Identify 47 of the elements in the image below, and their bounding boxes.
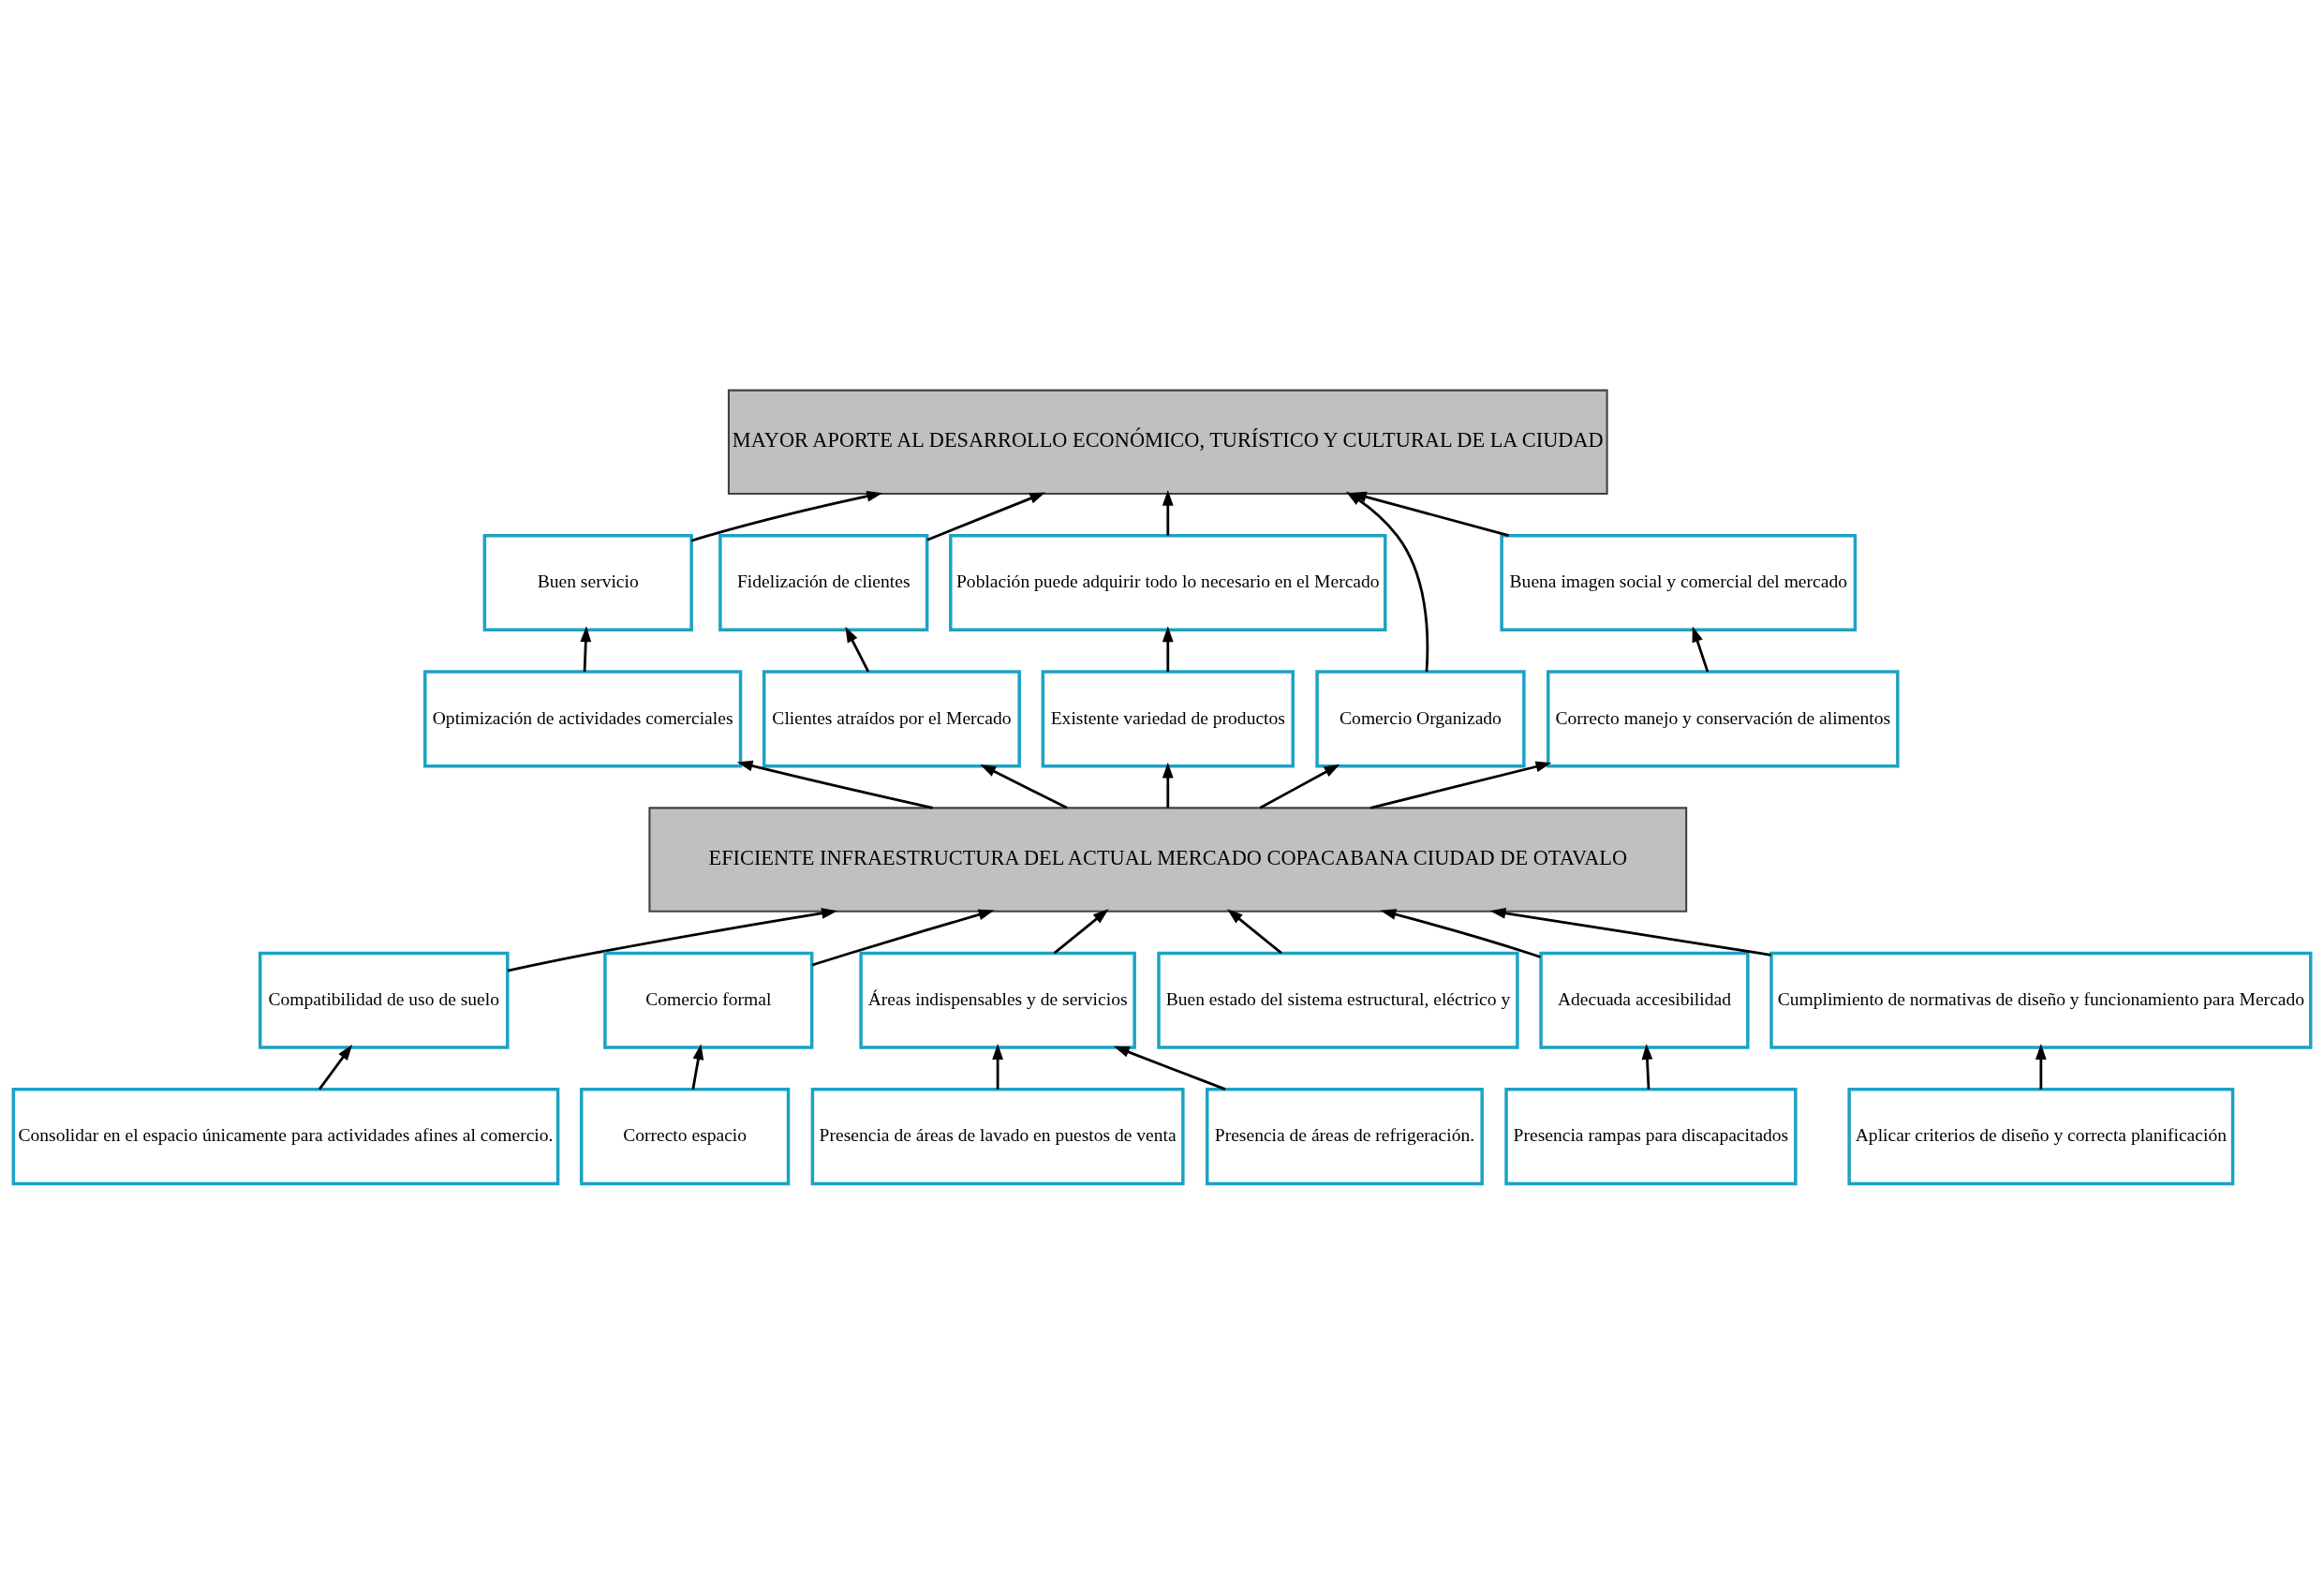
arrow (1489, 907, 1771, 957)
node-box: Consolidar en el espacio únicamente para actividades afines al comercio. (11, 1087, 560, 1185)
node-box: Correcto espacio (580, 1087, 791, 1185)
arrow (1380, 908, 1541, 958)
node-box: Existente variedad de productos (1041, 669, 1295, 767)
node-box: Correcto manejo y conservación de alimentos (1547, 669, 1900, 767)
arrow (2035, 1043, 2047, 1090)
arrow (992, 1043, 1003, 1090)
node-box: Áreas indispensables y de servicios (859, 951, 1136, 1049)
node-box: Aplicar criterios de diseño y correcta planificación (1847, 1087, 2235, 1185)
arrow (1259, 764, 1340, 809)
arrow (1053, 908, 1109, 954)
arrow (1162, 625, 1174, 672)
node-box: Comercio Organizado (1315, 669, 1526, 767)
node-box: Población puede adquirir todo lo necesario en el Mercado (949, 533, 1387, 631)
arrow (318, 1044, 353, 1090)
node-box: Presencia de áreas de lavado en puestos de venta (810, 1087, 1185, 1185)
node-box: EFICIENTE INFRAESTRUCTURA DEL ACTUAL MERCADO COPACABANA CIUDAD DE OTAVALO (648, 806, 1688, 913)
arrow (507, 907, 837, 972)
node-box: Presencia rampas para discapacitados (1504, 1087, 1798, 1185)
arrow (1641, 1043, 1653, 1090)
node-box: Comercio formal (603, 951, 814, 1049)
node-box: Clientes atraídos por el Mercado (762, 669, 1021, 767)
node-box: MAYOR APORTE AL DESARROLLO ECONÓMICO, TURÍSTICO Y CULTURAL DE LA CIUDAD (727, 389, 1608, 495)
arrow (1113, 1046, 1226, 1091)
node-box: Buena imagen social y comercial del mercado (1500, 533, 1858, 631)
arrow (980, 764, 1068, 809)
arrow (1369, 761, 1552, 809)
node-box: Optimización de actividades comerciales (423, 669, 743, 767)
node-box: Cumplimiento de normativas de diseño y funcionamiento para Mercado (1769, 951, 2313, 1049)
arrow (811, 909, 995, 966)
arrow (691, 1043, 704, 1090)
arrow (1162, 762, 1174, 808)
arrow (690, 490, 883, 542)
node-box: Presencia de áreas de refrigeración. (1205, 1087, 1484, 1185)
node-box: Compatibilidad de uso de suelo (258, 951, 510, 1049)
arrow (1692, 626, 1710, 672)
node-box: Buen servicio (482, 533, 693, 631)
node-box: Fidelización de clientes (718, 533, 929, 631)
node-box: Adecuada accesibilidad (1539, 951, 1750, 1049)
arrow (736, 760, 933, 809)
arrow (1226, 908, 1282, 954)
arrow (580, 625, 592, 672)
arrow (845, 626, 870, 673)
arrow (1162, 489, 1174, 535)
arrow (926, 492, 1046, 541)
node-box: Buen estado del sistema estructural, eléctrico y (1157, 951, 1519, 1049)
